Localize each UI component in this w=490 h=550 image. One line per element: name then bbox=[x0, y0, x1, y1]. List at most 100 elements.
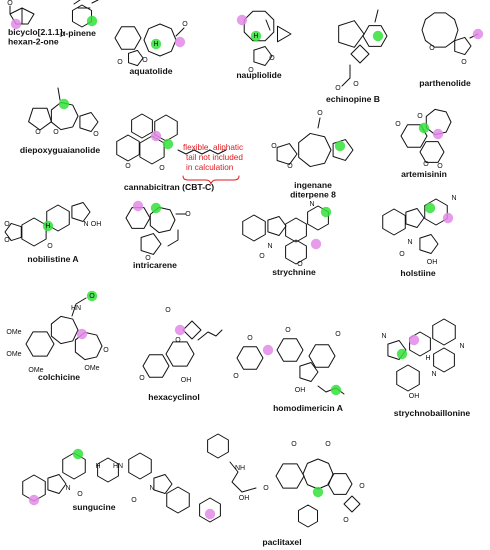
cbtc-green bbox=[162, 138, 174, 150]
echinopine-green bbox=[372, 30, 384, 42]
strychnobaillonine-n2: N bbox=[459, 343, 464, 350]
artemisinin-o1: O bbox=[395, 121, 401, 128]
ingenane-green bbox=[334, 140, 346, 152]
label-ingenane: ingenane bbox=[294, 180, 332, 190]
intricarene-ring-a bbox=[125, 207, 151, 229]
strychnine-arene bbox=[242, 214, 266, 242]
colchicine-ome3: OMe bbox=[28, 367, 43, 374]
pinene-green bbox=[86, 15, 98, 27]
label-hexacyclinol: hexacyclinol bbox=[148, 392, 200, 402]
strychnobaillonine-n1: N bbox=[381, 333, 386, 340]
strychnine-indoline bbox=[267, 215, 287, 237]
paclitaxel-benzoyl bbox=[207, 433, 229, 459]
naupliolide-me bbox=[265, 19, 271, 31]
colchicine-ring-a bbox=[25, 331, 55, 357]
holstiine-green bbox=[424, 202, 436, 214]
artemisinin-lactone bbox=[419, 141, 445, 163]
naupliolide-o2: O bbox=[269, 55, 275, 62]
colchicine-acetamide bbox=[71, 297, 87, 317]
naupliolide-green bbox=[250, 30, 262, 42]
naupliolide-lactone bbox=[253, 45, 273, 67]
homodimericin-oh: OH bbox=[295, 387, 306, 394]
label-artemisinin: artemisinin bbox=[401, 169, 447, 179]
intricarene-ring-b bbox=[149, 206, 176, 234]
aquatolide-o3: O bbox=[142, 57, 148, 64]
echinopine-ring-a bbox=[338, 20, 365, 48]
diepoxy-green bbox=[58, 98, 70, 110]
ingenane-dioxolane bbox=[276, 143, 298, 165]
intricarene-o1: O bbox=[185, 211, 191, 218]
colchicine-tropolone bbox=[74, 331, 103, 361]
ingenane-ketone bbox=[317, 117, 321, 129]
nobilistine-pyrrolidine bbox=[71, 201, 91, 223]
echinopine-ring-b bbox=[362, 25, 388, 47]
cbtc-ring-d bbox=[131, 113, 153, 139]
paclitaxel-o3: O bbox=[325, 441, 331, 448]
artemisinin-pink bbox=[432, 128, 444, 140]
hexacyclinol-pink bbox=[174, 324, 186, 336]
echinopine-methylene bbox=[374, 9, 379, 23]
calculation-note: flexible, aliphatic tail not included in… bbox=[182, 143, 243, 185]
label-nobilistine: nobilistine A bbox=[27, 254, 78, 264]
intricarene-isopropenyl bbox=[167, 229, 179, 247]
homodimericin-o3: O bbox=[285, 327, 291, 334]
aquatolide-o2: O bbox=[117, 59, 123, 66]
holstiine-lactam bbox=[419, 233, 439, 255]
artemisinin-o4: O bbox=[437, 163, 443, 170]
hexacyclinol-o2: O bbox=[139, 375, 145, 382]
paclitaxel-ring-c bbox=[327, 473, 353, 495]
holstiine-n2: N bbox=[407, 239, 412, 246]
paclitaxel-oh: OH bbox=[239, 495, 250, 502]
aquatolide-ring-a bbox=[114, 26, 142, 50]
paclitaxel-oxetane bbox=[343, 495, 361, 513]
paclitaxel-benzoate bbox=[297, 504, 319, 528]
label-sungucine: sungucine bbox=[73, 502, 116, 512]
ingenane-ring-c bbox=[332, 139, 354, 161]
colchicine-ome2: OMe bbox=[6, 351, 21, 358]
paclitaxel-phenyl bbox=[199, 497, 221, 523]
pinene-me2 bbox=[91, 0, 99, 4]
pinene-ring bbox=[71, 4, 93, 28]
note-line-3: in calculation bbox=[186, 163, 234, 172]
aquatolide-ring-b bbox=[143, 23, 177, 57]
intricarene-furan bbox=[140, 233, 162, 255]
parthenolide-epoxide-o: O bbox=[429, 45, 435, 52]
nobilistine-green bbox=[42, 220, 54, 232]
strychnobaillonine-n3: N bbox=[431, 371, 436, 378]
holstiine-indoline bbox=[405, 207, 425, 229]
colchicine-pink bbox=[76, 328, 88, 340]
paclitaxel-ring-b bbox=[302, 458, 334, 490]
cbtc-ring-b bbox=[116, 134, 140, 162]
echinopine-o1: O bbox=[335, 85, 341, 92]
strychnobaillonine-h: H bbox=[425, 355, 430, 362]
naupliolide-h: H bbox=[253, 33, 258, 40]
note-line-2: tail not included bbox=[186, 153, 243, 162]
artemisinin-ring-b bbox=[425, 108, 452, 136]
sungucine-indoline-1 bbox=[47, 473, 67, 495]
nobilistine-oh: OH bbox=[91, 221, 102, 228]
sungucine-nh: HN bbox=[113, 463, 123, 470]
strychnobaillonine-ring-d bbox=[433, 347, 455, 373]
colchicine-o2: O bbox=[103, 347, 109, 354]
label-aquatolide: aquatolide bbox=[130, 66, 173, 76]
homodimericin-ring-c bbox=[308, 344, 336, 368]
compound-labels: bicyclo[2.1.1]-hexan-2-oneα-pineneaquato… bbox=[8, 27, 471, 547]
ingenane-o3: O bbox=[287, 163, 293, 170]
note-line-1: flexible, aliphatic bbox=[183, 143, 243, 152]
holstiine-ring-c bbox=[424, 198, 448, 226]
naupliolide-cyclopropane bbox=[277, 25, 292, 43]
holstiine-o1: O bbox=[399, 251, 405, 258]
aquatolide-h: H bbox=[153, 41, 158, 48]
hexacyclinol-o1: O bbox=[165, 307, 171, 314]
diepoxy-ring-a bbox=[28, 107, 52, 131]
sungucine-ring-link bbox=[97, 457, 119, 483]
aquatolide-pink bbox=[174, 36, 186, 48]
aquatolide-ketone bbox=[175, 27, 185, 37]
strychnine-n2: N bbox=[309, 201, 314, 208]
strychnine-green bbox=[320, 206, 332, 218]
sungucine-pink bbox=[28, 494, 40, 506]
label-parthenolide: parthenolide bbox=[419, 78, 471, 88]
label-echinopine: echinopine B bbox=[326, 94, 380, 104]
sungucine-ring-c2 bbox=[128, 452, 152, 480]
ingenane-o2: O bbox=[271, 143, 277, 150]
